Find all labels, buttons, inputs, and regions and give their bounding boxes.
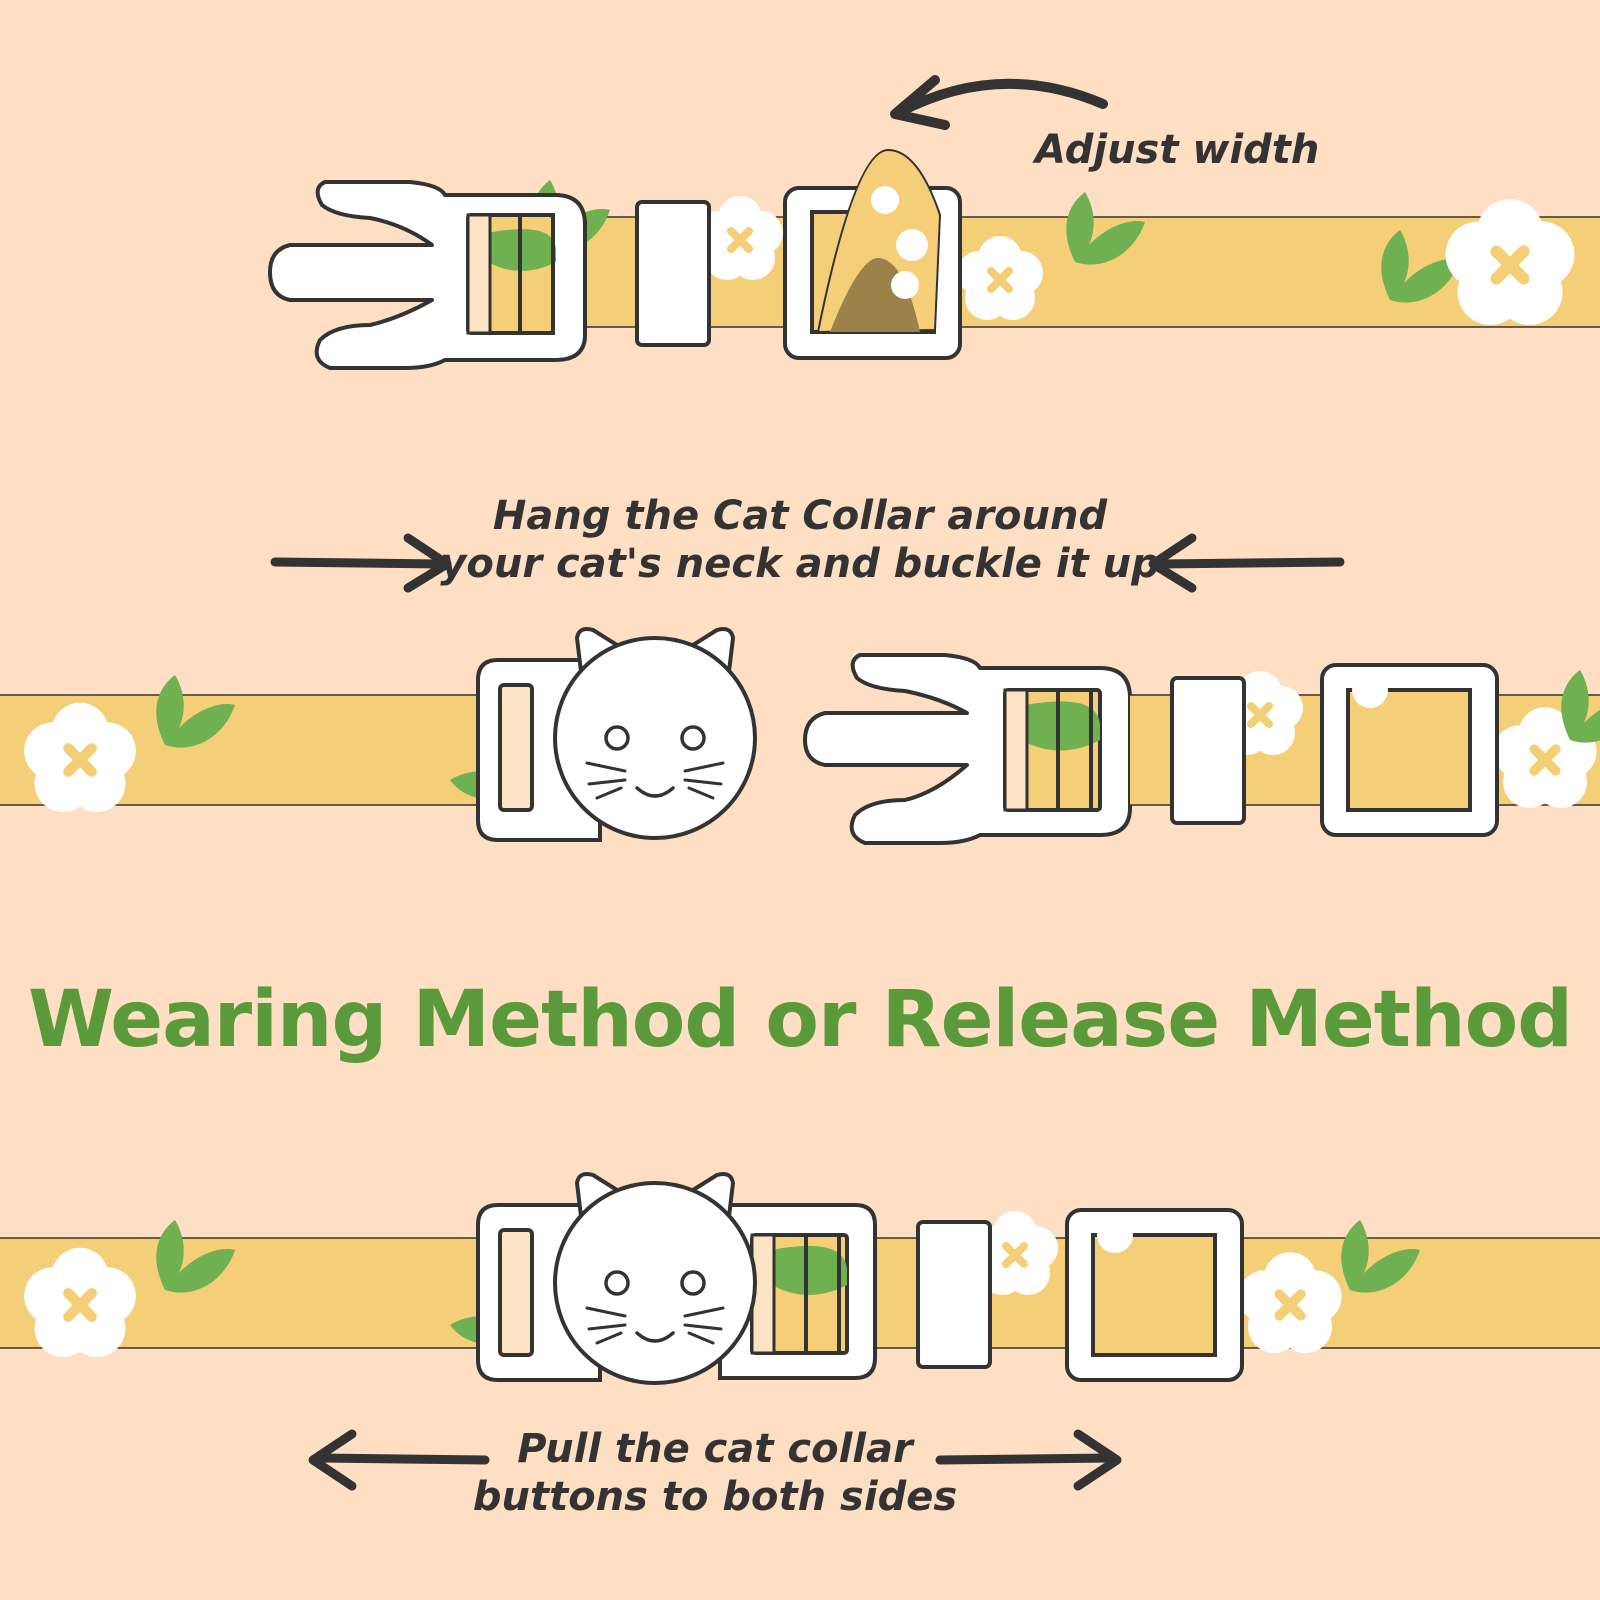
pull-caption: Pull the cat collar buttons to both side… [415, 1425, 1015, 1521]
adjust-male-buckle [268, 180, 587, 370]
hang-caption-line1: Hang the Cat Collar around [492, 493, 1108, 539]
page-title: Wearing Method or Release Method [27, 975, 1573, 1065]
hang-right-arrow-icon [1148, 533, 1345, 593]
adjust-ring [783, 148, 962, 360]
release-ring [1065, 1208, 1244, 1382]
adjust-width-caption: Adjust width [1035, 127, 1320, 173]
release-slider [916, 1220, 992, 1369]
hang-slider [1170, 676, 1246, 825]
hang-caption-line2: your cat's neck and buckle it up [440, 541, 1160, 587]
adjust-arrow-icon [895, 78, 1108, 117]
hang-left-arrow-icon [270, 533, 452, 593]
hang-ring [1320, 663, 1499, 837]
release-right-arrow-icon [935, 1429, 1122, 1491]
release-left-arrow-icon [308, 1429, 490, 1491]
hang-female-buckle [476, 627, 757, 842]
hang-caption: Hang the Cat Collar around your cat's ne… [400, 492, 1200, 588]
hang-male-buckle [803, 653, 1132, 845]
release-joined-buckle [476, 1172, 877, 1385]
hang-left-strap [0, 675, 523, 812]
adjust-slider [635, 200, 711, 347]
pull-caption-line1: Pull the cat collar [517, 1426, 913, 1472]
pull-caption-line2: buttons to both sides [472, 1474, 958, 1520]
